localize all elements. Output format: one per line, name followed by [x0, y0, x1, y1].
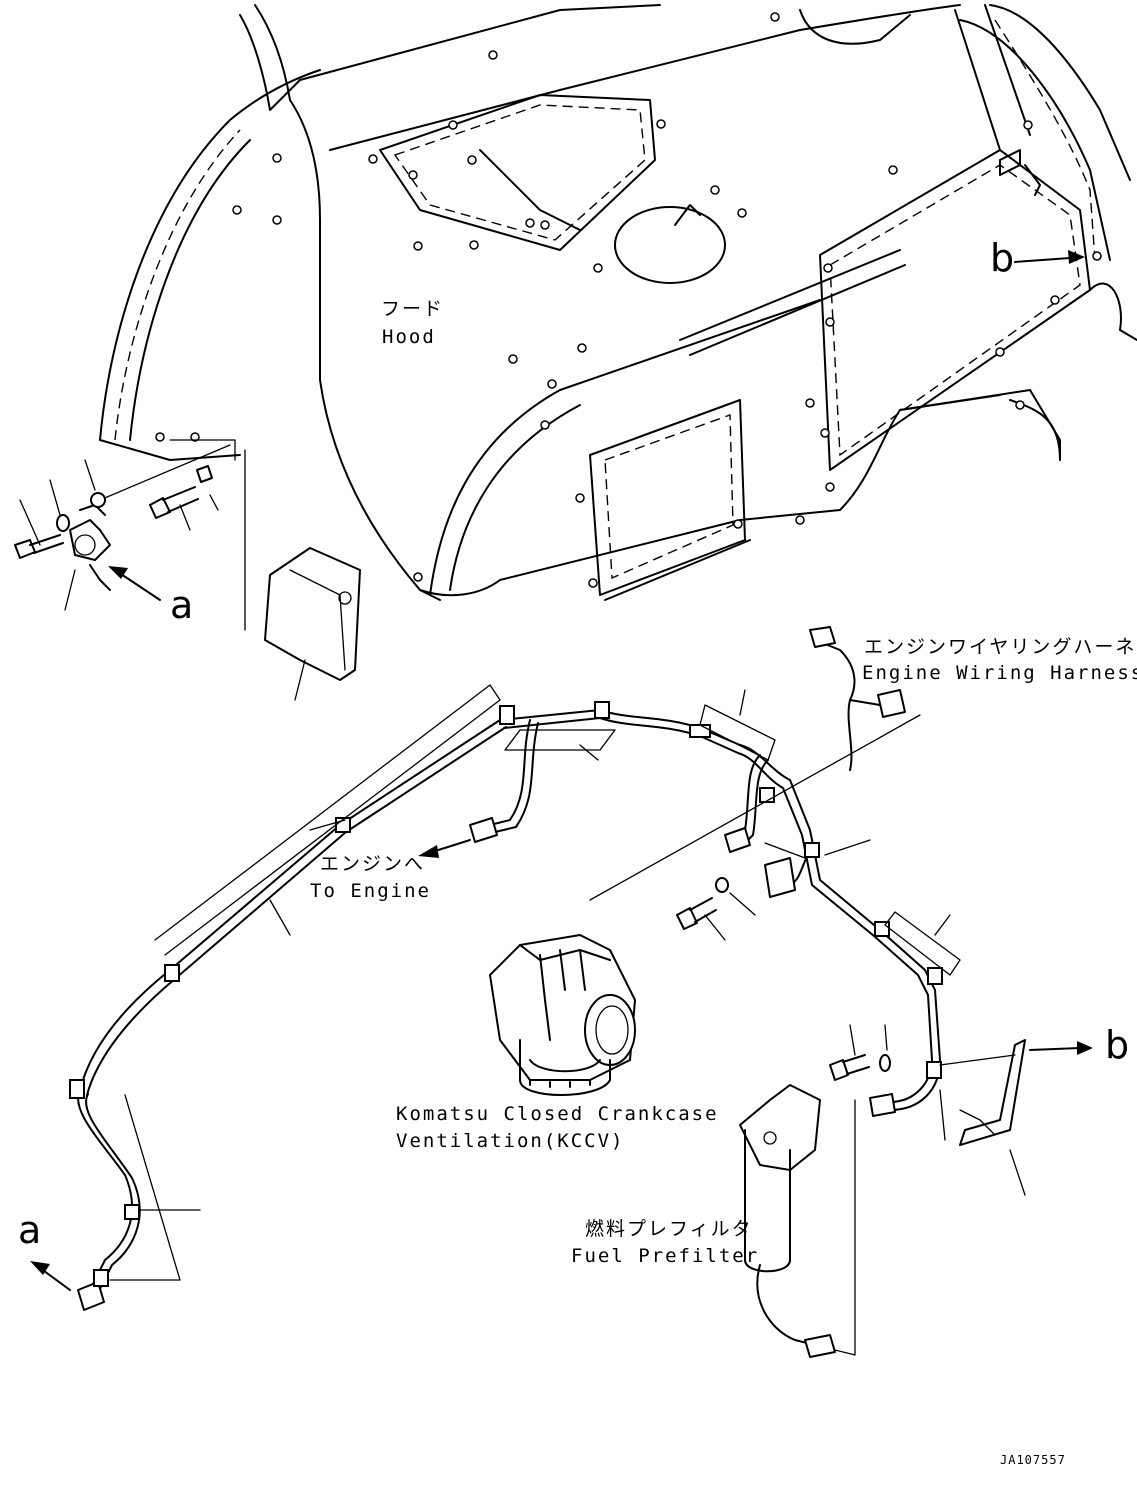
- drawing-code: JA107557: [1000, 1453, 1066, 1467]
- kccv-fasteners: [676, 877, 756, 941]
- view-ref-b-top: b: [990, 236, 1015, 280]
- engine-label-en: To Engine: [310, 880, 431, 902]
- kccv-unit: [489, 934, 636, 1096]
- fuel-prefilter: [739, 1084, 856, 1358]
- view-ref-a-top: a: [170, 583, 194, 627]
- harness-label-jp: エンジンワイヤリングハーネス: [864, 636, 1137, 658]
- wiring-harness: [30, 684, 961, 1311]
- right-bracket-assembly: [829, 1024, 1093, 1196]
- prefilter-label-jp: 燃料プレフィルタ: [585, 1218, 753, 1240]
- kccv-label-line2: Ventilation(KCCV): [396, 1130, 625, 1152]
- engine-label-jp: エンジンへ: [320, 853, 426, 875]
- hood-outline: [99, 4, 1137, 601]
- hood-label-en: Hood: [382, 326, 436, 348]
- harness-label-en: Engine Wiring Harness: [862, 662, 1137, 684]
- view-ref-b-bottom: b: [1105, 1023, 1130, 1067]
- left-bracket-assembly: [14, 439, 361, 701]
- kccv-label-line1: Komatsu Closed Crankcase: [396, 1103, 719, 1125]
- hood-label-jp: フード: [381, 298, 445, 320]
- view-ref-a-bottom: a: [18, 1208, 42, 1252]
- engine-harness-inset: [589, 626, 921, 901]
- prefilter-label-en: Fuel Prefilter: [571, 1245, 760, 1267]
- view-b-top-arrow: [1014, 250, 1085, 264]
